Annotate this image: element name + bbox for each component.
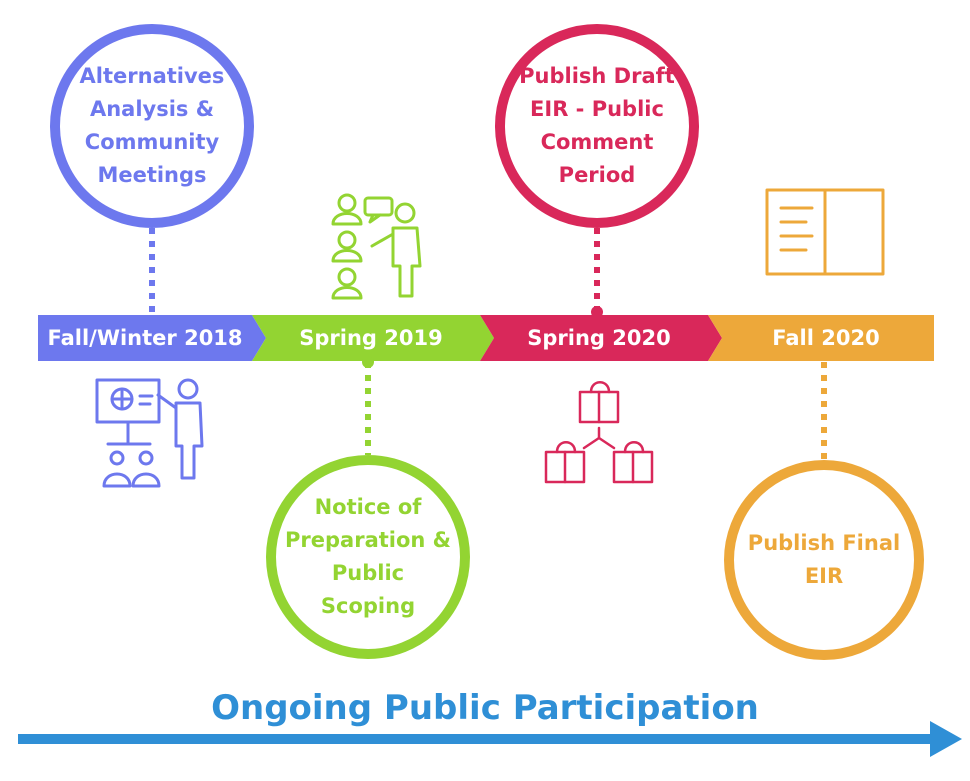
milestone-alternatives: Alternatives Analysis & Community Meetin… [50, 24, 254, 228]
label-fall-2020: Fall 2020 [772, 326, 880, 350]
open-book-icon [765, 188, 885, 276]
milestone-draft-label: Publish Draft EIR - Public Comment Perio… [519, 64, 675, 187]
dot-draft [591, 306, 603, 318]
milestone-notice-label: Notice of Preparation & Public Scoping [285, 495, 451, 618]
milestone-draft: Publish Draft EIR - Public Comment Perio… [495, 24, 699, 228]
label-spring-2020: Spring 2020 [527, 326, 671, 350]
label-spring-2019: Spring 2019 [299, 326, 443, 350]
dot-notice [362, 356, 374, 368]
ongoing-participation-caption: Ongoing Public Participation [211, 688, 759, 728]
segment-spring-2019 [252, 315, 494, 361]
milestone-final-label: Publish Final EIR [747, 531, 901, 588]
participation-arrow [18, 721, 962, 757]
discussion-icon [331, 193, 422, 300]
segment-spring-2020 [480, 315, 722, 361]
study-group-icon [544, 381, 654, 484]
label-fall-winter-2018: Fall/Winter 2018 [47, 326, 243, 350]
presenter-icon [95, 378, 204, 488]
segment-fall-2020 [708, 315, 934, 361]
milestone-alternatives-label: Alternatives Analysis & Community Meetin… [79, 64, 225, 187]
milestone-notice: Notice of Preparation & Public Scoping [266, 455, 470, 659]
segment-fall-winter-2018 [38, 315, 266, 361]
milestone-final: Publish Final EIR [724, 460, 924, 660]
timeline-bar [38, 315, 934, 361]
